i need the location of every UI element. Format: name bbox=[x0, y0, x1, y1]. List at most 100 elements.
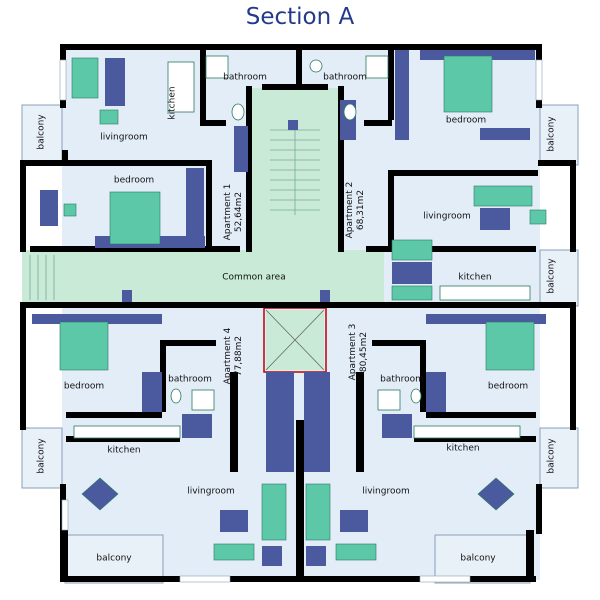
bed-1 bbox=[109, 191, 161, 245]
bathroom-label-apt3: bathroom bbox=[380, 374, 424, 385]
wardrobe-4 bbox=[426, 372, 446, 412]
bathroom-label-apt1: bathroom bbox=[223, 72, 267, 83]
balcony-label-e: balcony bbox=[546, 258, 557, 294]
apartment-1-area: 52,64m2 bbox=[234, 191, 244, 233]
dining-table-3 bbox=[477, 477, 515, 511]
seats-4 bbox=[213, 543, 255, 561]
sofa-3 bbox=[306, 546, 326, 566]
furniture bbox=[32, 50, 546, 566]
balcony-label-ne: balcony bbox=[546, 116, 557, 152]
sofa-4 bbox=[262, 546, 282, 566]
cabinet-1 bbox=[234, 126, 248, 172]
entrance-stairs bbox=[29, 255, 55, 300]
bathroom-label-apt2: bathroom bbox=[323, 72, 367, 83]
tv-4 bbox=[220, 510, 248, 532]
elevator-x2 bbox=[265, 309, 325, 371]
balcony-label-e2: balcony bbox=[546, 438, 557, 474]
page-title: Section A bbox=[245, 4, 355, 30]
kitchen-label-apt1: kitchen bbox=[167, 86, 178, 120]
desk-chair bbox=[63, 203, 77, 217]
toilet-4 bbox=[170, 388, 182, 404]
cabinet-pair bbox=[288, 120, 298, 130]
bed-frame-4 bbox=[426, 314, 546, 324]
closet-4 bbox=[182, 414, 212, 438]
chairs-kitchen-2b bbox=[391, 285, 433, 301]
table-2 bbox=[480, 208, 510, 230]
sofa-2 bbox=[480, 128, 530, 140]
toilet-2 bbox=[343, 103, 357, 121]
shower-1 bbox=[205, 55, 229, 79]
bathroom-label-apt4: bathroom bbox=[168, 374, 212, 385]
bedroom-label-apt3: bedroom bbox=[487, 381, 529, 392]
seat-1a bbox=[99, 109, 119, 125]
balconies bbox=[21, 104, 579, 584]
apartment-4-area: 77,88m2 bbox=[234, 335, 244, 377]
door-a bbox=[122, 290, 132, 302]
tv-3 bbox=[340, 510, 368, 532]
chairs-2 bbox=[473, 185, 533, 207]
desk-1 bbox=[40, 190, 58, 226]
balcony-e2 bbox=[539, 427, 579, 489]
toilet-3 bbox=[410, 388, 422, 404]
sink-1 bbox=[309, 59, 323, 73]
bed-3 bbox=[59, 321, 109, 371]
chairs-kitchen-2 bbox=[391, 239, 433, 261]
balcony-ne bbox=[539, 104, 579, 166]
kitchen-label-apt4: kitchen bbox=[107, 445, 141, 456]
door-b bbox=[320, 290, 330, 302]
kitchen-label-apt3: kitchen bbox=[446, 443, 480, 454]
apartment-1-name: Apartment 1 bbox=[223, 183, 233, 241]
balcony-sw bbox=[64, 534, 164, 584]
stairs bbox=[270, 125, 320, 215]
bedroom-label-apt1: bedroom bbox=[113, 175, 155, 186]
soft-furniture bbox=[59, 55, 547, 561]
balcony-e bbox=[539, 249, 579, 307]
common-area-label: Common area bbox=[222, 272, 286, 283]
bed-2 bbox=[443, 55, 493, 113]
kitchen-label-apt2: kitchen bbox=[458, 272, 492, 283]
closet-3 bbox=[382, 414, 412, 438]
balcony-w bbox=[21, 427, 63, 489]
balcony-label-nw: balcony bbox=[36, 114, 47, 150]
seats-3 bbox=[335, 543, 377, 561]
dining-table-4 bbox=[81, 477, 119, 511]
bed-frame-2 bbox=[420, 50, 535, 60]
livingroom-label-apt3: livingroom bbox=[362, 486, 410, 497]
balcony-nw bbox=[21, 104, 63, 166]
counter-4 bbox=[73, 425, 181, 439]
apartment-2-area: 68,31m2 bbox=[356, 189, 366, 231]
toilet-1 bbox=[231, 103, 245, 121]
balcony-label-sw: balcony bbox=[96, 553, 132, 564]
bedroom-label-apt4: bedroom bbox=[63, 381, 105, 392]
wardrobe-2 bbox=[395, 50, 409, 140]
counters bbox=[73, 61, 531, 439]
apartment-3-name: Apartment 3 bbox=[348, 323, 358, 381]
sofa-r3 bbox=[305, 483, 331, 541]
core-wall-b bbox=[304, 372, 330, 472]
chairs-1 bbox=[71, 57, 99, 99]
table-kitchen-2 bbox=[392, 262, 432, 284]
apartment-2-name: Apartment 2 bbox=[345, 181, 355, 239]
apartment-3-area: 80,45m2 bbox=[359, 331, 369, 373]
wardrobe-3 bbox=[142, 372, 162, 412]
bedroom-label-apt2: bedroom bbox=[445, 115, 487, 126]
counter-1 bbox=[167, 61, 195, 113]
shower-3 bbox=[377, 389, 401, 411]
balcony-se bbox=[434, 534, 531, 584]
livingroom-label-apt4: livingroom bbox=[187, 486, 235, 497]
bed-frame-3 bbox=[32, 314, 162, 324]
sofa-1 bbox=[105, 58, 125, 106]
livingroom-label-apt2: livingroom bbox=[423, 211, 471, 222]
core-wall-a bbox=[266, 372, 294, 472]
shower-4 bbox=[191, 389, 215, 411]
dining-tables bbox=[81, 477, 515, 511]
windows bbox=[59, 59, 543, 583]
seat-2a bbox=[529, 209, 547, 225]
livingroom-label-apt1: livingroom bbox=[100, 132, 148, 143]
apartment-4-name: Apartment 4 bbox=[223, 327, 233, 385]
